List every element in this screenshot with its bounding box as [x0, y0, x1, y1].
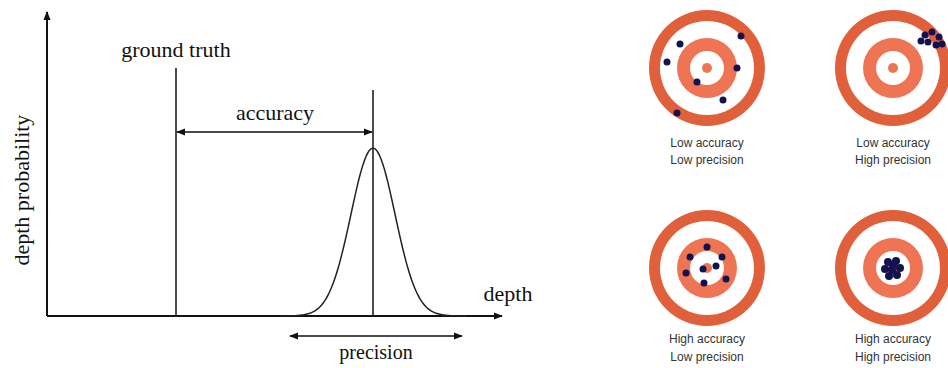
- target: [649, 10, 765, 126]
- axis-label: ground truth: [121, 38, 230, 62]
- target-caption: High accuracy High precision: [848, 331, 938, 366]
- target: [835, 10, 948, 126]
- axis-label: depth: [484, 282, 533, 306]
- ground-truth-line: [175, 68, 177, 316]
- target-caption: Low accuracy High precision: [848, 135, 938, 170]
- target-caption: High accuracy Low precision: [662, 331, 752, 366]
- axis-label: accuracy: [236, 101, 314, 125]
- target: [835, 210, 948, 326]
- axis-label: precision: [339, 341, 412, 363]
- precision-arrow: [290, 335, 462, 337]
- target-caption: Low accuracy Low precision: [662, 135, 752, 170]
- accuracy-arrow: [177, 131, 372, 133]
- gaussian-curve: [280, 148, 466, 316]
- mean-line: [372, 90, 374, 316]
- target: [649, 210, 765, 326]
- y-axis: [46, 12, 48, 316]
- axis-label: depth probability: [10, 115, 34, 266]
- x-axis: [47, 315, 502, 317]
